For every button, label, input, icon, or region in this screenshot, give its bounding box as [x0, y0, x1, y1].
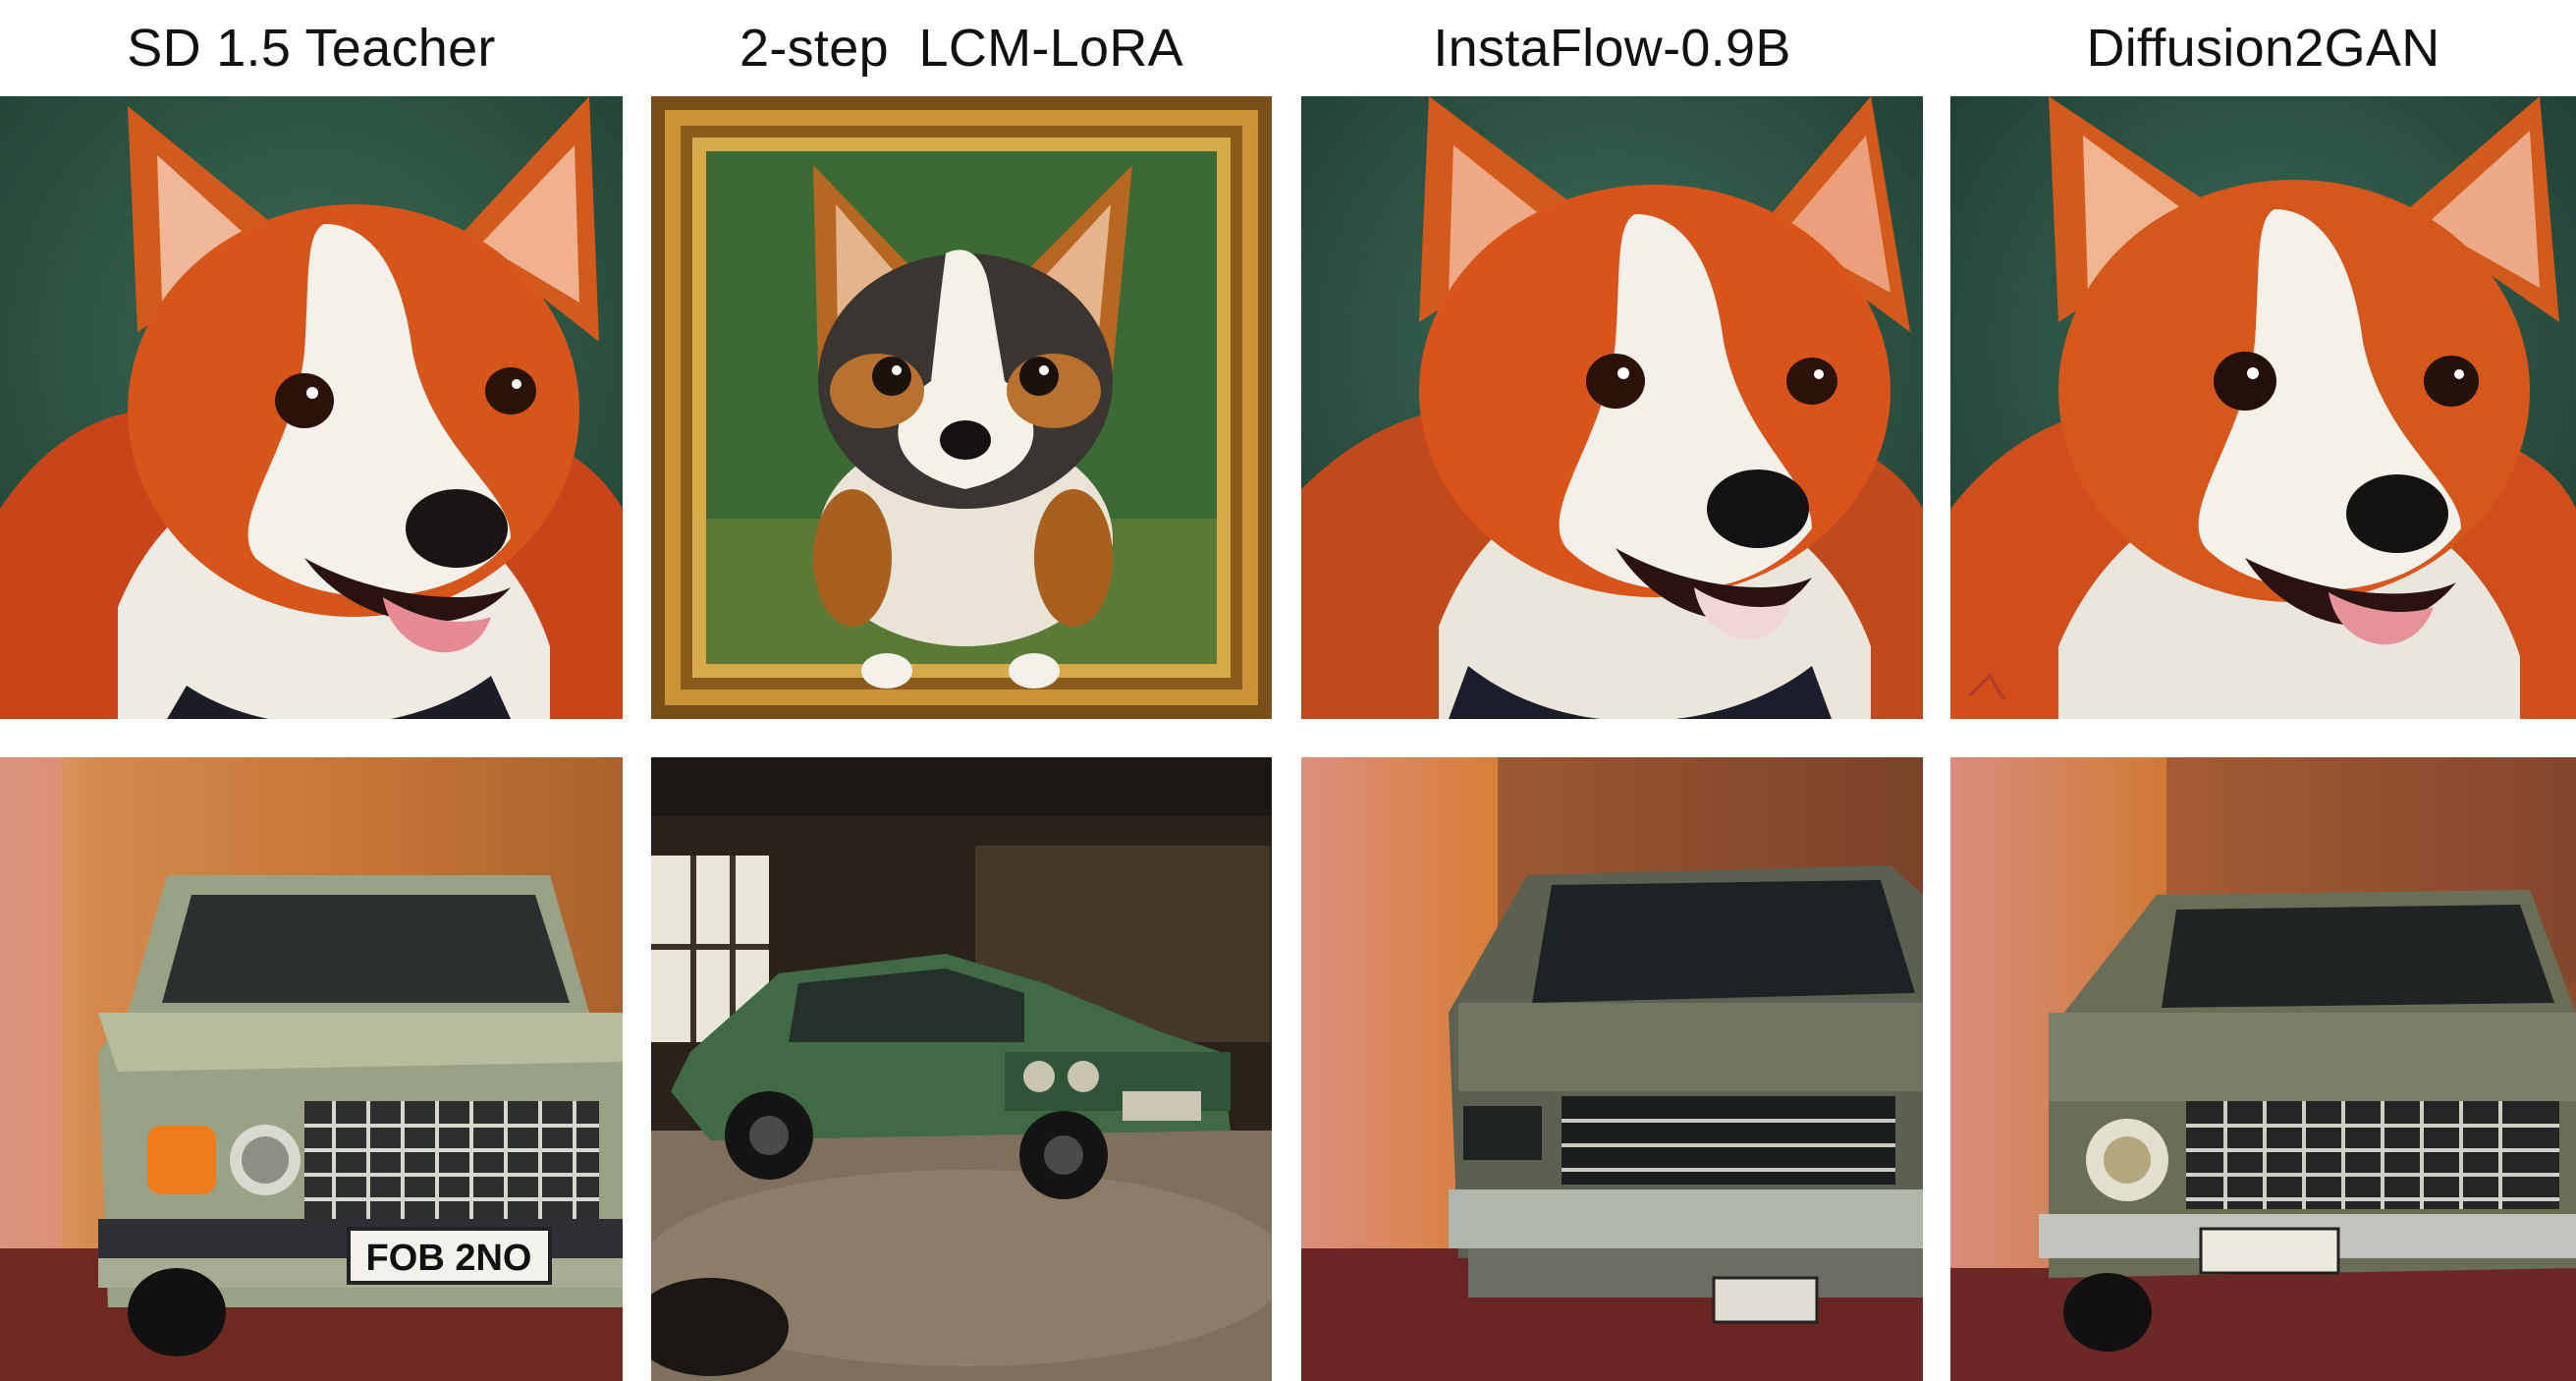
column-title-instaflow: InstaFlow-0.9B — [1433, 19, 1791, 78]
image-diffusion2gan-car — [1950, 757, 2576, 1381]
image-instaflow-corgi — [1301, 96, 1923, 719]
column-title-sd15-teacher: SD 1.5 Teacher — [127, 19, 496, 78]
image-teacher-car: FOB 2NO — [0, 757, 623, 1381]
column-title-lcm-lora: 2-step LCM-LoRA — [740, 19, 1183, 78]
license-plate-teacher: FOB 2NO — [366, 1238, 532, 1279]
image-teacher-corgi — [0, 96, 623, 719]
image-diffusion2gan-corgi — [1950, 96, 2576, 719]
image-lcm-corgi — [651, 96, 1272, 719]
image-lcm-car — [651, 757, 1272, 1381]
column-title-diffusion2gan: Diffusion2GAN — [2086, 19, 2440, 78]
image-instaflow-car — [1301, 757, 1923, 1381]
